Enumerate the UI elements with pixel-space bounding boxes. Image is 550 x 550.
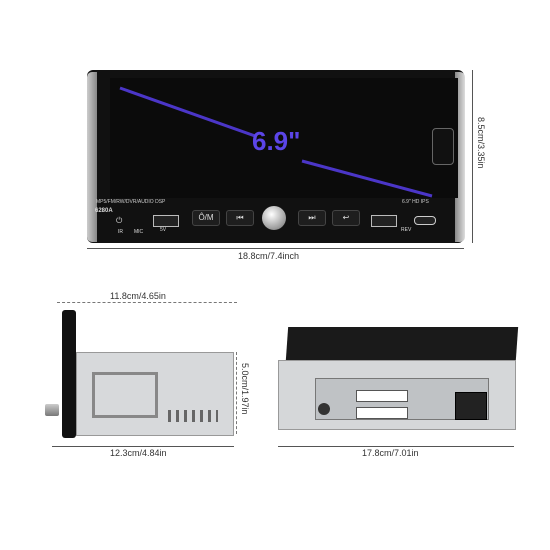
side-depth-line bbox=[57, 302, 237, 303]
rev-label: REV bbox=[401, 227, 412, 233]
front-width-label: 18.8cm/7.4inch bbox=[238, 251, 300, 261]
back-button[interactable]: ↩ bbox=[332, 210, 360, 226]
screen-size-label: 6.9" bbox=[252, 126, 301, 156]
back-width-label: 17.8cm/7.01in bbox=[362, 448, 419, 458]
side-total-line bbox=[52, 446, 234, 447]
side-knob bbox=[45, 404, 59, 416]
mic-label: MIC bbox=[134, 229, 144, 235]
side-depth-label: 11.8cm/4.65in bbox=[110, 291, 166, 301]
side-height-line bbox=[236, 352, 237, 434]
usbc-port[interactable] bbox=[414, 216, 436, 225]
back-width-line bbox=[278, 446, 514, 447]
right-bracket bbox=[432, 128, 454, 165]
antenna-port[interactable] bbox=[318, 403, 330, 415]
volume-knob[interactable] bbox=[262, 206, 286, 230]
feature-text: MP5/FM/RW/DVR/AUDIO DSP bbox=[96, 199, 166, 205]
unit-edge-left bbox=[87, 72, 97, 242]
rca-connector-2[interactable] bbox=[356, 407, 408, 419]
side-vents bbox=[168, 410, 218, 422]
display-text: 6.9" HD IPS bbox=[402, 199, 429, 205]
mode-button[interactable]: Ô/M bbox=[192, 210, 220, 226]
rca-connector-1[interactable] bbox=[356, 390, 408, 402]
iso-connector[interactable] bbox=[455, 392, 487, 420]
front-width-line bbox=[87, 248, 464, 249]
ir-label: IR bbox=[118, 229, 123, 235]
front-height-label: 8.5cm/3.35in bbox=[476, 117, 486, 169]
screen: 6.9" bbox=[110, 78, 458, 198]
side-bracket bbox=[92, 372, 158, 418]
power-icon[interactable]: ⏻ bbox=[116, 216, 123, 225]
prev-button[interactable]: ⏮ bbox=[226, 210, 254, 226]
usb-port-right[interactable] bbox=[371, 215, 397, 227]
side-height-label: 5.0cm/1.97in bbox=[240, 363, 250, 415]
usb-port-left[interactable] bbox=[153, 215, 179, 227]
usb-5v-label: 5V bbox=[160, 227, 167, 233]
side-faceplate bbox=[62, 310, 76, 438]
model-label: 6280A bbox=[95, 208, 113, 214]
next-button[interactable]: ⏭ bbox=[298, 210, 326, 226]
side-total-label: 12.3cm/4.84in bbox=[110, 448, 167, 458]
back-screen-top bbox=[285, 327, 519, 360]
unit-edge-right bbox=[455, 72, 465, 242]
front-height-line bbox=[472, 70, 473, 243]
